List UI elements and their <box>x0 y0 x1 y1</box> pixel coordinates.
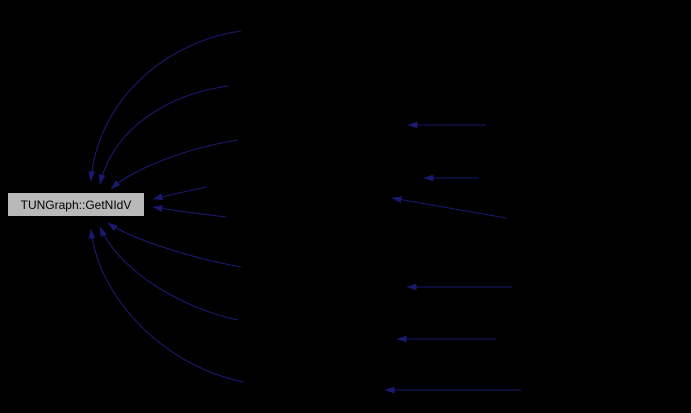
edge-caller-3 <box>110 139 239 190</box>
edge-caller-7 <box>99 226 239 321</box>
edge-caller-2 <box>98 85 230 185</box>
edge-caller-5 <box>152 205 227 218</box>
edge-caller-8 <box>88 228 245 383</box>
edge-caller-1 <box>88 30 242 182</box>
node-tungraph-getnidv[interactable]: TUNGraph::GetNIdV <box>7 192 145 217</box>
edge-caller-6 <box>107 222 242 268</box>
edge-distal-3 <box>391 196 507 219</box>
edge-caller-4 <box>152 186 208 200</box>
node-label: TUNGraph::GetNIdV <box>20 197 132 212</box>
